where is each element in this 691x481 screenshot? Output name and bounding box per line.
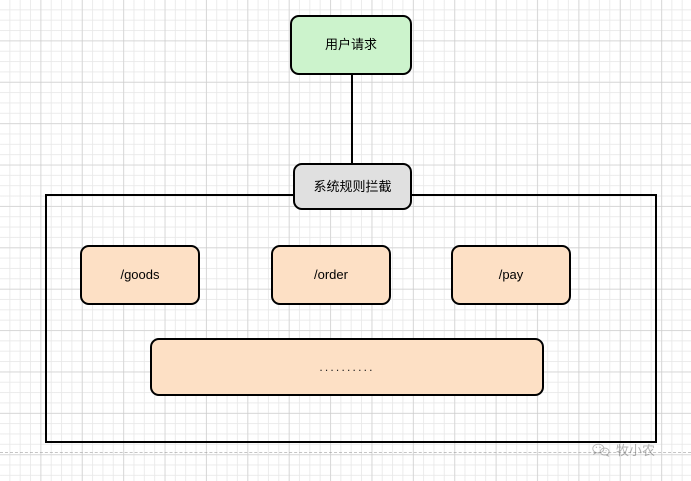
- node-goods[interactable]: /goods: [80, 245, 200, 305]
- watermark-text: 牧小农: [616, 444, 656, 459]
- node-goods-label: /goods: [120, 267, 160, 283]
- node-system-rule-block-label: 系统规则拦截: [313, 178, 392, 194]
- node-pay[interactable]: /pay: [451, 245, 571, 305]
- node-pay-label: /pay: [498, 267, 524, 283]
- edge-user-request-to-system-rule-block: [351, 74, 353, 164]
- watermark-divider: [0, 452, 691, 453]
- resource-group-box: [45, 194, 657, 443]
- watermark: 牧小农: [592, 440, 655, 459]
- wechat-icon: [592, 442, 611, 458]
- node-user-request[interactable]: 用户请求: [290, 15, 412, 75]
- node-user-request-label: 用户请求: [324, 37, 377, 53]
- node-more-label: ..........: [319, 359, 375, 374]
- node-order[interactable]: /order: [271, 245, 391, 305]
- node-system-rule-block[interactable]: 系统规则拦截: [293, 163, 412, 210]
- node-order-label: /order: [314, 267, 348, 283]
- node-more[interactable]: ..........: [150, 338, 544, 396]
